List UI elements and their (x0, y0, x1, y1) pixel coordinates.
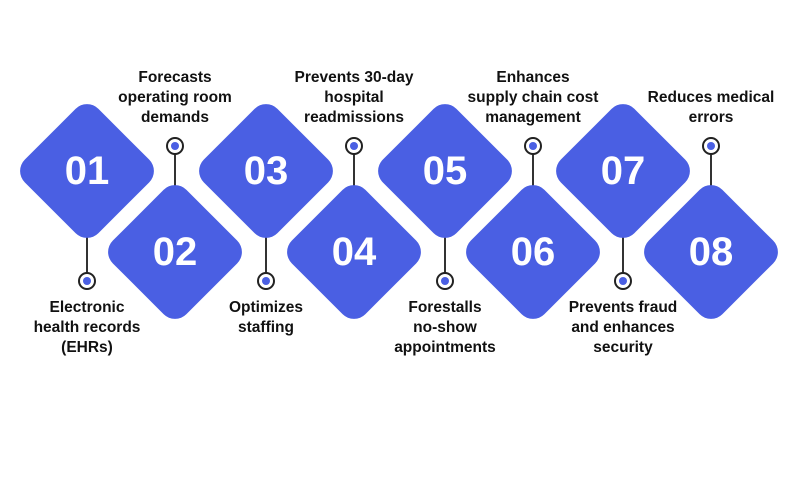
step-label-line: Prevents 30-day (294, 69, 414, 86)
step-number: 01 (64, 149, 110, 193)
step-label-line: supply chain cost (467, 89, 599, 106)
connector-line (710, 152, 712, 197)
step-number: 08 (688, 230, 734, 274)
connector-dot-icon (78, 272, 96, 290)
step-label-line: security (593, 339, 653, 356)
step-label-line: Electronic (49, 299, 125, 316)
connector-dot-icon (166, 137, 184, 155)
step-label-line: health records (33, 319, 141, 336)
step-label-line: errors (688, 109, 734, 126)
connector-line (174, 152, 176, 197)
step-number: 04 (331, 230, 377, 274)
step-number: 07 (600, 149, 646, 193)
step-number: 06 (510, 230, 556, 274)
connector-dot-icon (702, 137, 720, 155)
connector-line (86, 230, 88, 275)
step-label: Prevents 30-day hospital readmissions (264, 68, 444, 128)
step-label: Electronic health records (EHRs) (0, 298, 177, 358)
step-label-line: Forestalls (408, 299, 482, 316)
connector-line (622, 230, 624, 275)
step-label-line: staffing (238, 319, 294, 336)
step-number: 03 (243, 149, 289, 193)
step-number: 05 (422, 149, 468, 193)
step-label-line: Reduces medical (647, 89, 775, 106)
step-label: Forecasts operating room demands (85, 68, 265, 128)
step-label-line: readmissions (304, 109, 404, 126)
step-label-line: management (485, 109, 581, 126)
step-label: Reduces medical errors (621, 88, 801, 128)
step-label-line: appointments (394, 339, 496, 356)
step-label-line: hospital (324, 89, 384, 106)
step-label-line: Enhances (496, 69, 570, 86)
connector-dot-icon (345, 137, 363, 155)
step-label: Optimizes staffing (176, 298, 356, 338)
connector-line (444, 230, 446, 275)
connector-line (353, 152, 355, 197)
connector-dot-icon (436, 272, 454, 290)
step-label-line: Forecasts (138, 69, 212, 86)
step-label-line: Prevents fraud (568, 299, 678, 316)
step-label-line: Optimizes (228, 299, 304, 316)
step-label-line: no-show (413, 319, 477, 336)
step-label: Enhances supply chain cost management (443, 68, 623, 128)
connector-dot-icon (614, 272, 632, 290)
connector-dot-icon (257, 272, 275, 290)
step-label: Prevents fraud and enhances security (533, 298, 713, 358)
connector-dot-icon (524, 137, 542, 155)
step-label-line: demands (140, 109, 210, 126)
connector-line (265, 230, 267, 275)
step-label-line: (EHRs) (61, 339, 113, 356)
step-number: 02 (152, 230, 198, 274)
step-label-line: operating room (118, 89, 232, 106)
step-label-line: and enhances (571, 319, 675, 336)
step-label: Forestalls no-show appointments (355, 298, 535, 358)
connector-line (532, 152, 534, 197)
